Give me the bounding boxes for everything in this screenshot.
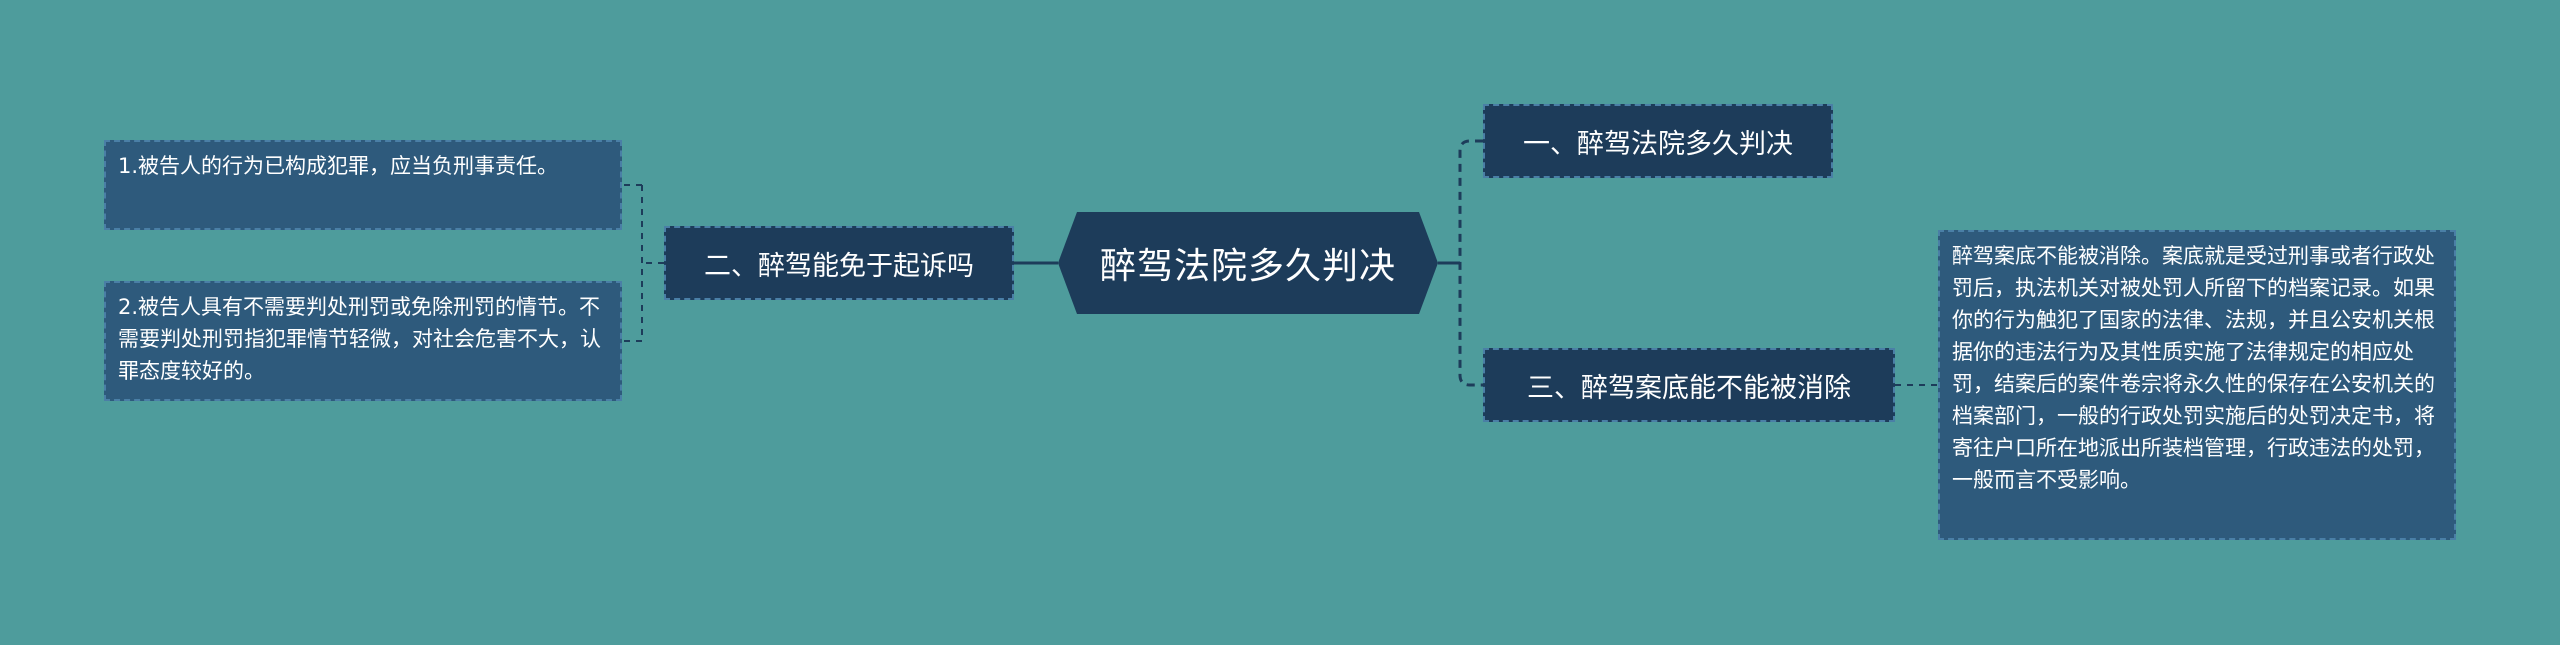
leaf-node-1[interactable]: 1.被告人的行为已构成犯罪，应当负刑事责任。 xyxy=(104,140,622,230)
branch-node-2[interactable]: 二、醉驾能免于起诉吗 xyxy=(664,226,1014,300)
connector-right-branches xyxy=(1458,139,1483,387)
central-topic[interactable]: 醉驾法院多久判决 xyxy=(1058,212,1438,314)
connector-branch2-left-leaves xyxy=(622,184,664,342)
branch-node-1[interactable]: 一、醉驾法院多久判决 xyxy=(1483,104,1833,178)
leaf-node-3[interactable]: 醉驾案底不能被消除。案底就是受过刑事或者行政处罚后，执法机关对被处罚人所留下的档… xyxy=(1938,230,2456,540)
branch-node-3[interactable]: 三、醉驾案底能不能被消除 xyxy=(1483,348,1895,422)
leaf-node-2[interactable]: 2.被告人具有不需要判处刑罚或免除刑罚的情节。不需要判处刑罚指犯罪情节轻微，对社… xyxy=(104,281,622,401)
